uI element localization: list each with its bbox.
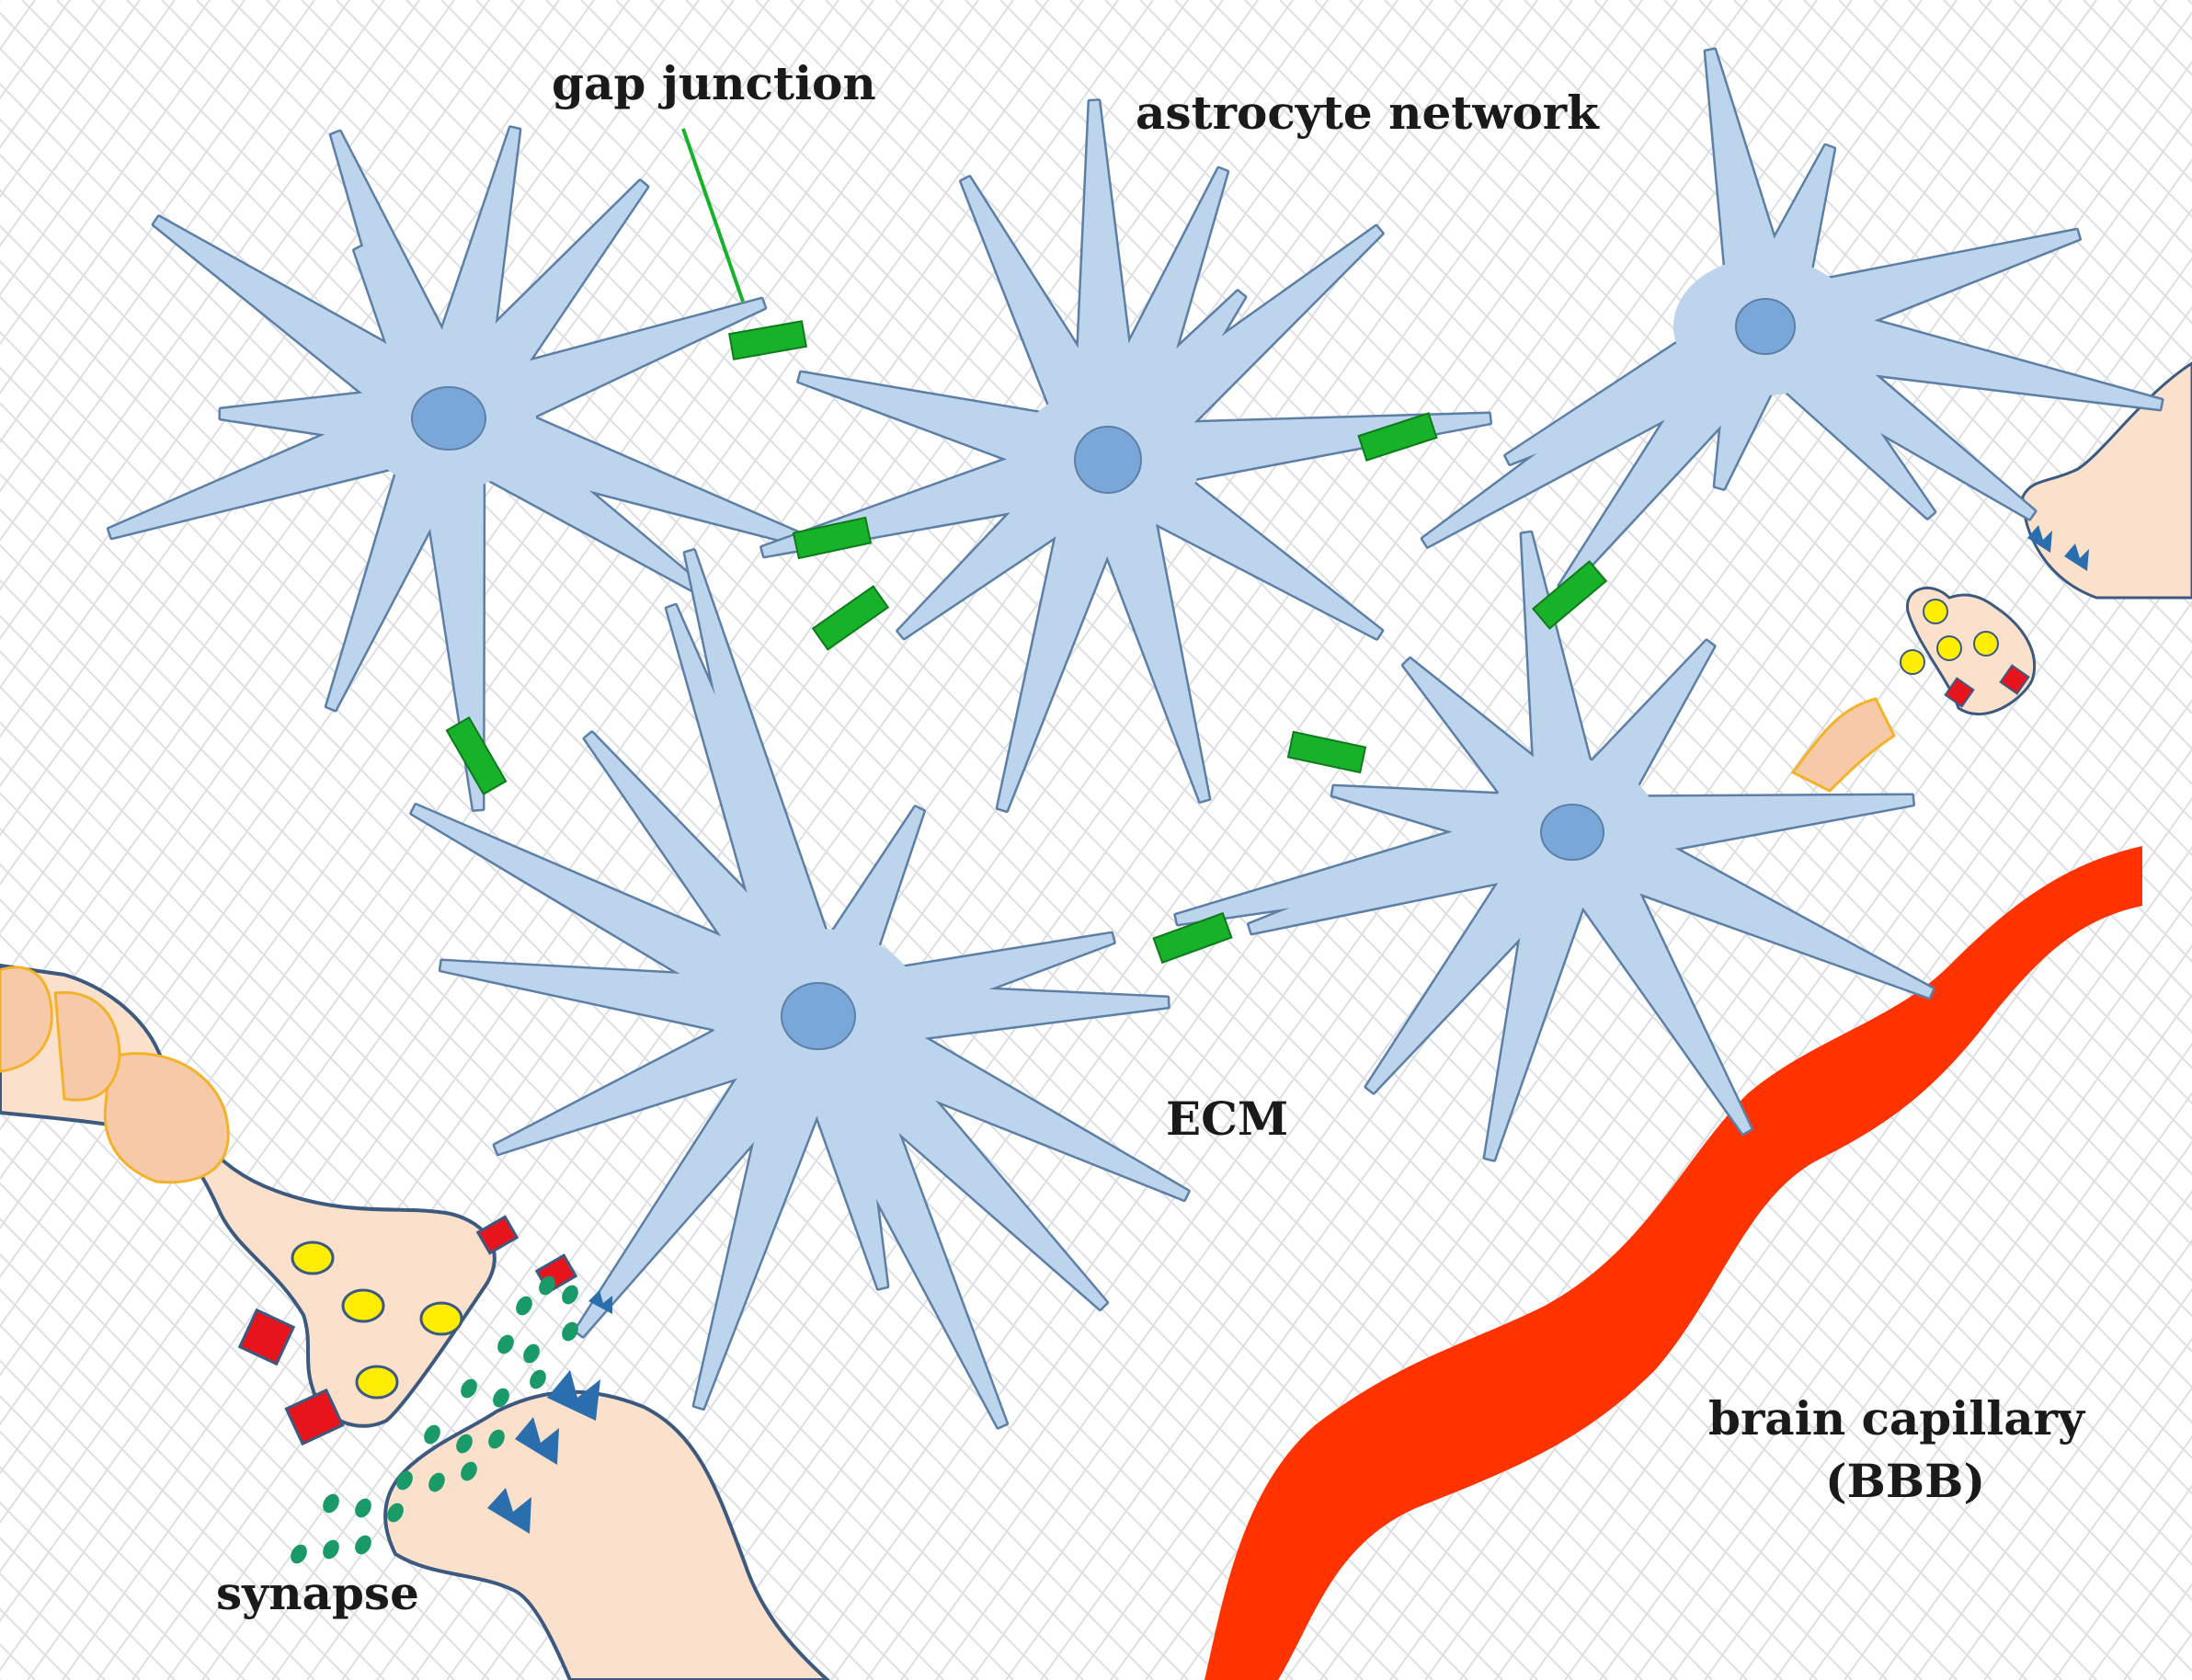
astrocyte-top-middle <box>759 98 1493 813</box>
receptor-red <box>237 1308 296 1366</box>
astrocyte-nucleus <box>1735 298 1796 355</box>
astrocyte-bottom-middle <box>409 548 1191 1430</box>
receptor-blue <box>547 1370 600 1421</box>
neuron-upper-right <box>1790 361 2192 793</box>
neurotransmitter-dot <box>396 1470 413 1491</box>
neurotransmitter-dot <box>387 1503 404 1523</box>
receptor-red <box>284 1388 345 1446</box>
gap-junction-pointer <box>681 128 745 303</box>
neurotransmitter-dot <box>516 1296 532 1316</box>
neurotransmitter-dot <box>461 1461 477 1481</box>
astrocyte-nucleus <box>1540 804 1604 861</box>
synapse-label: synapse <box>216 1566 419 1620</box>
astrocyte-network-label: astrocyte network <box>1136 86 1600 140</box>
gap-junction <box>792 516 873 560</box>
astrocyte-top-left <box>106 125 814 812</box>
gap-junctions <box>445 320 1608 965</box>
gap-junction-label: gap junction <box>552 56 876 110</box>
neurotransmitters <box>291 1275 578 1564</box>
receptor-red <box>475 1215 519 1255</box>
vesicle <box>1900 649 1925 675</box>
neurotransmitter-dot <box>539 1275 555 1296</box>
vesicle <box>355 1365 399 1400</box>
vesicle <box>1936 635 1962 661</box>
receptor-red <box>1999 664 2030 695</box>
postsynaptic-dendrite <box>383 1389 830 1680</box>
neurotransmitter-dot <box>456 1434 473 1454</box>
bbb-label: (BBB) <box>1825 1454 1985 1508</box>
neurotransmitter-dot <box>562 1321 578 1342</box>
myelin-sheath <box>53 990 121 1102</box>
receptor-blue <box>515 1417 559 1465</box>
receptor-blue <box>487 1488 531 1534</box>
astrocytes <box>106 47 2164 1430</box>
neurotransmitter-dot <box>323 1493 339 1514</box>
vesicle <box>419 1301 463 1336</box>
gap-junction <box>728 320 807 360</box>
neurotransmitter-dot <box>291 1544 307 1564</box>
neurotransmitter-dot <box>530 1369 546 1389</box>
neurotransmitter-dot <box>497 1334 514 1354</box>
vesicle <box>341 1288 385 1323</box>
vesicle <box>1923 599 1948 624</box>
ecm-label: ECM <box>1166 1091 1288 1146</box>
gap-junction <box>1531 560 1608 630</box>
receptor-blue <box>2064 543 2089 571</box>
neurotransmitter-dot <box>523 1343 540 1364</box>
gap-junction <box>1357 412 1438 462</box>
synapse-neuron <box>0 963 830 1680</box>
gap-junction <box>445 715 508 796</box>
receptor-blue <box>2027 525 2052 553</box>
neurotransmitter-dot <box>424 1424 440 1445</box>
vesicle <box>1973 631 1999 657</box>
neurotransmitter-dot <box>428 1472 445 1492</box>
neuron-upper-right-axon <box>2021 361 2192 600</box>
neurotransmitter-dot <box>488 1429 505 1449</box>
astrocyte-nucleus <box>411 386 486 451</box>
neurotransmitter-dot <box>493 1388 509 1408</box>
receptor-red <box>1944 677 1975 708</box>
receptor-blue <box>588 1290 612 1314</box>
neurotransmitter-dot <box>461 1378 477 1399</box>
myelin-sheath <box>0 966 53 1073</box>
gap-junction <box>1152 911 1233 965</box>
brain-capillary <box>1204 846 2142 1680</box>
neuron-upper-right-myelin <box>1790 697 1896 793</box>
brain-capillary-label: brain capillary <box>1708 1391 2086 1446</box>
neurotransmitter-dot <box>355 1535 371 1555</box>
neurotransmitter-dot <box>323 1539 339 1560</box>
neurotransmitter-dot <box>355 1498 371 1518</box>
neurotransmitter-dot <box>562 1285 578 1305</box>
gap-junction <box>1286 730 1367 774</box>
gap-junction <box>811 585 890 651</box>
astrocyte-middle-right <box>1173 530 1935 1162</box>
astrocyte-nucleus <box>1074 426 1142 494</box>
myelin-sheath <box>103 1052 230 1184</box>
vesicle <box>291 1240 335 1275</box>
astrocyte-nucleus <box>781 982 856 1050</box>
